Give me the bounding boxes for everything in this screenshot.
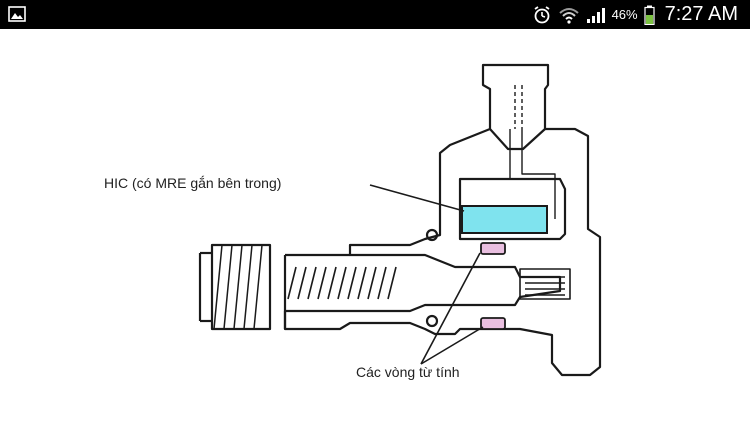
alarm-clock-icon	[534, 5, 550, 23]
status-icons: 46% 7:27 AM	[532, 0, 738, 29]
ring-leader-line-2	[420, 326, 484, 365]
hic-leader-line	[369, 184, 465, 212]
clock-time: 7:27 AM	[664, 3, 738, 25]
signal-icon	[586, 7, 605, 23]
shaft	[283, 253, 350, 329]
gallery-icon	[8, 6, 26, 22]
housing	[283, 127, 602, 377]
inner-cavity	[458, 177, 567, 241]
battery-icon	[644, 5, 655, 25]
magnetic-ring-bottom	[480, 317, 506, 330]
hic-component	[461, 205, 548, 234]
wifi-icon	[558, 7, 579, 24]
ring-leader-line-1	[420, 252, 481, 365]
hic-label: HIC (có MRE gắn bên trong)	[104, 175, 282, 191]
status-bar: 46% 7:27 AM	[0, 0, 750, 29]
sensor-diagram	[198, 63, 602, 377]
image-viewer[interactable]: HIC (có MRE gắn bên trong) Các vòng từ t…	[0, 29, 750, 421]
magnetic-rings-label: Các vòng từ tính	[356, 364, 460, 380]
connector	[481, 63, 550, 151]
gear	[210, 243, 272, 331]
magnetic-ring-top	[480, 242, 506, 255]
spring	[519, 268, 571, 300]
battery-percent: 46%	[611, 7, 638, 22]
